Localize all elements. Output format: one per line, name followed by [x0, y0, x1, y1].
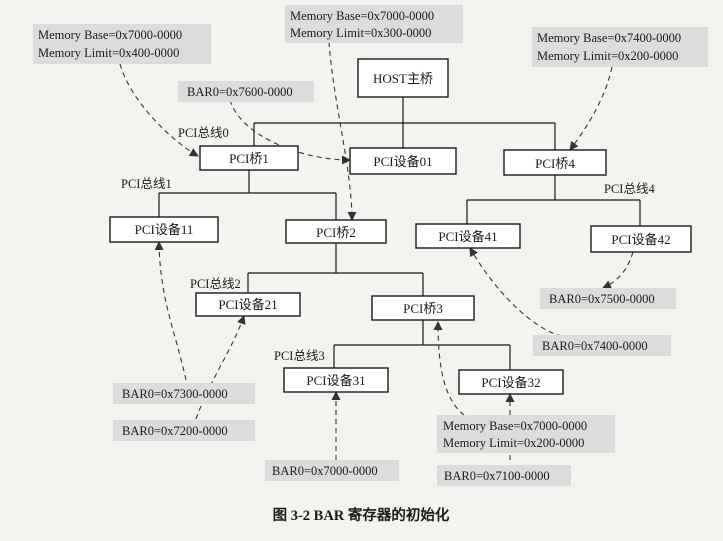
arrow-bar11-to-dev11: [154, 241, 187, 381]
mem2-limit: Memory Limit=0x300-0000: [290, 26, 431, 40]
bar21-label: BAR0=0x7300-0000: [122, 387, 228, 401]
node-host: HOST主桥: [357, 58, 449, 98]
arrow-bar21-to-dev21: [195, 315, 246, 420]
mem4-limit: Memory Limit=0x200-0000: [537, 49, 678, 63]
dev31-label: PCI设备31: [306, 373, 365, 388]
note-bar42: BAR0=0x7500-0000: [540, 288, 676, 309]
mem2-base: Memory Base=0x7000-0000: [290, 9, 434, 23]
bus-labels: PCI总线0 PCI总线1 PCI总线4 PCI总线2 PCI总线3: [121, 126, 655, 363]
figure-caption: 图 3-2 BAR 寄存器的初始化: [273, 506, 450, 524]
host-label: HOST主桥: [373, 71, 433, 86]
dev32-label: PCI设备32: [481, 375, 540, 390]
note-bar32: BAR0=0x7100-0000: [437, 465, 571, 486]
arrow-bar41-to-dev41: [469, 247, 563, 337]
bar32-label: BAR0=0x7100-0000: [444, 469, 550, 483]
note-mem4: Memory Base=0x7400-0000 Memory Limit=0x2…: [532, 27, 708, 67]
arrow-mem3-to-bridge3: [433, 321, 465, 416]
note-mem2: Memory Base=0x7000-0000 Memory Limit=0x3…: [285, 5, 463, 43]
node-bridge2: PCI桥2: [285, 219, 387, 244]
mem3-base: Memory Base=0x7000-0000: [443, 419, 587, 433]
bar41-label: BAR0=0x7400-0000: [542, 339, 648, 353]
mem4-base: Memory Base=0x7400-0000: [537, 31, 681, 45]
arrow-bar42-from-dev42: [602, 251, 634, 289]
bar31-label: BAR0=0x7000-0000: [272, 464, 378, 478]
note-mem3: Memory Base=0x7000-0000 Memory Limit=0x2…: [437, 415, 615, 453]
dev41-label: PCI设备41: [438, 229, 497, 244]
mem1-limit: Memory Limit=0x400-0000: [38, 46, 179, 60]
bar01-label: BAR0=0x7600-0000: [187, 85, 293, 99]
node-dev11: PCI设备11: [109, 216, 219, 243]
note-mem1: Memory Base=0x7000-0000 Memory Limit=0x4…: [33, 24, 211, 64]
mem3-limit: Memory Limit=0x200-0000: [443, 436, 584, 450]
bar11-label: BAR0=0x7200-0000: [122, 424, 228, 438]
dev01-label: PCI设备01: [373, 154, 432, 169]
bar42-label: BAR0=0x7500-0000: [549, 292, 655, 306]
bus0-label: PCI总线0: [178, 126, 229, 140]
bus-lines: [158, 97, 641, 370]
dev21-label: PCI设备21: [218, 297, 277, 312]
note-bar11: BAR0=0x7200-0000: [113, 420, 255, 441]
bus1-label: PCI总线1: [121, 177, 172, 191]
note-bar01: BAR0=0x7600-0000: [178, 81, 314, 102]
note-bar21: BAR0=0x7300-0000: [113, 383, 255, 404]
bridge3-label: PCI桥3: [403, 301, 443, 316]
dashed-arrows: [119, 41, 634, 460]
node-dev42: PCI设备42: [590, 225, 692, 253]
bridge1-label: PCI桥1: [229, 151, 269, 166]
node-bridge1: PCI桥1: [199, 145, 299, 171]
bus2-label: PCI总线2: [190, 277, 241, 291]
node-dev41: PCI设备41: [415, 223, 521, 249]
node-bridge4: PCI桥4: [503, 149, 607, 176]
bus4-label: PCI总线4: [604, 182, 655, 196]
arrow-mem1-to-bridge1: [119, 63, 199, 157]
bridge4-label: PCI桥4: [535, 156, 575, 171]
bridge2-label: PCI桥2: [316, 225, 356, 240]
arrow-mem2-to-bridge2: [328, 41, 357, 221]
dev11-label: PCI设备11: [135, 222, 194, 237]
arrow-mem4-to-bridge4: [569, 66, 613, 151]
mem1-base: Memory Base=0x7000-0000: [38, 28, 182, 42]
node-bridge3: PCI桥3: [371, 295, 475, 321]
node-dev31: PCI设备31: [283, 367, 389, 393]
node-dev32: PCI设备32: [458, 369, 564, 395]
note-bar41: BAR0=0x7400-0000: [533, 335, 671, 356]
note-bar31: BAR0=0x7000-0000: [265, 460, 399, 481]
bus3-label: PCI总线3: [274, 349, 325, 363]
node-dev01: PCI设备01: [349, 147, 457, 175]
node-dev21: PCI设备21: [195, 292, 301, 317]
arrow-bar01-to-dev01: [229, 99, 351, 165]
dev42-label: PCI设备42: [611, 232, 670, 247]
